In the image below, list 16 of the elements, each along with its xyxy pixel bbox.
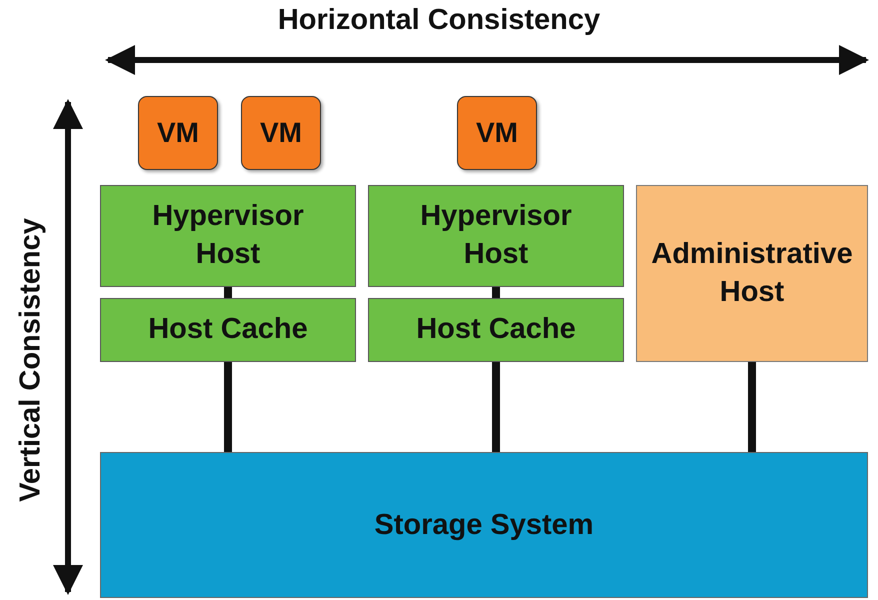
hypervisor-box: Hypervisor Host xyxy=(368,185,624,287)
vm-box: VM xyxy=(241,96,321,170)
connector-line xyxy=(224,287,232,298)
cache-box: Host Cache xyxy=(100,298,356,362)
connector-line xyxy=(224,362,232,452)
axis-label: Horizontal Consistency xyxy=(276,4,602,37)
cache-box: Host Cache xyxy=(368,298,624,362)
connector-line xyxy=(492,287,500,298)
admin-host-box: Administrative Host xyxy=(636,185,868,362)
connector-line xyxy=(492,362,500,452)
vm-box: VM xyxy=(138,96,218,170)
axis-label: Vertical Consistency xyxy=(14,218,48,502)
storage-box: Storage System xyxy=(100,452,868,598)
vm-box: VM xyxy=(457,96,537,170)
connector-line xyxy=(748,362,756,452)
hypervisor-box: Hypervisor Host xyxy=(100,185,356,287)
